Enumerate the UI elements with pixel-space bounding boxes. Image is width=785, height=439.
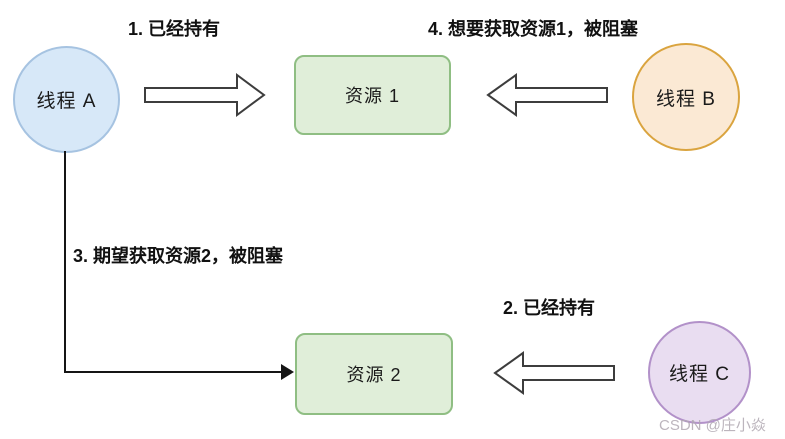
hollow-arrow-left-icon (486, 73, 608, 117)
edge-label-1-holds: 1. 已经持有 (128, 19, 221, 39)
node-thread-c-label: 线程 C (668, 364, 730, 385)
node-resource-2-label: 资源 2 (346, 365, 402, 385)
node-resource-1: 资源 1 (294, 55, 451, 135)
connector-vertical-line (64, 151, 66, 373)
edge-label-3-blocked: 3. 期望获取资源2，被阻塞 (73, 246, 284, 266)
connector-arrowhead-icon (281, 364, 294, 380)
edge-label-2-holds: 2. 已经持有 (503, 298, 596, 318)
edge-label-4-blocked: 4. 想要获取资源1，被阻塞 (428, 19, 639, 39)
node-thread-a-label: 线程 A (36, 91, 97, 112)
node-thread-b-label: 线程 B (656, 88, 716, 110)
node-resource-2: 资源 2 (295, 333, 453, 415)
node-thread-a: 线程 A (13, 46, 120, 153)
node-resource-1-label: 资源 1 (344, 86, 400, 106)
connector-horizontal-line (64, 371, 282, 373)
hollow-arrow-right-icon (144, 73, 266, 117)
hollow-arrow-left-icon (493, 351, 615, 395)
node-thread-c: 线程 C (648, 321, 751, 424)
csdn-watermark: CSDN @庄小焱 (659, 417, 766, 434)
node-thread-b: 线程 B (632, 43, 740, 151)
